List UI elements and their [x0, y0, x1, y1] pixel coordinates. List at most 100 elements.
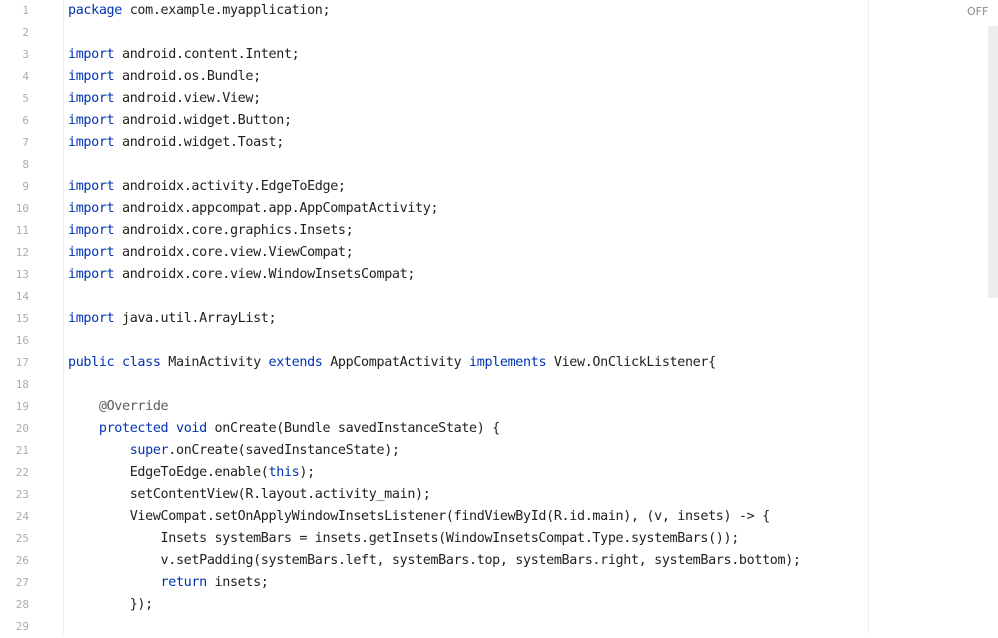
line-number: 10 [15, 202, 29, 215]
line-number: 17 [15, 356, 29, 369]
code-line[interactable]: 28 }); [0, 594, 868, 616]
code-token: android.content.Intent; [114, 47, 300, 62]
keyword-token: import [68, 201, 115, 216]
code-line[interactable]: 1 package com.example.myapplication; [0, 0, 868, 22]
keyword-token: this [268, 465, 300, 480]
keyword-token: package [68, 3, 122, 18]
code-token: android.widget.Button; [114, 113, 292, 128]
code-token: android.view.View; [114, 91, 261, 106]
inspection-status-label[interactable]: OFF [967, 5, 989, 18]
code-token: }); [68, 597, 154, 612]
line-number: 15 [15, 312, 29, 325]
code-line[interactable]: 29 [0, 616, 868, 638]
code-text: import androidx.appcompat.app.AppCompatA… [68, 198, 439, 220]
code-line[interactable]: 18 [0, 374, 868, 396]
keyword-token: import [68, 69, 115, 84]
line-number: 19 [15, 400, 29, 413]
line-number: 14 [15, 290, 29, 303]
line-number: 11 [15, 224, 29, 237]
code-token: setContentView(R.layout.activity_main); [68, 487, 431, 502]
code-token: androidx.core.view.WindowInsetsCompat; [114, 267, 416, 282]
code-line[interactable]: 8 [0, 154, 868, 176]
code-line[interactable]: 27 return insets; [0, 572, 868, 594]
code-text: import androidx.core.view.WindowInsetsCo… [68, 264, 415, 286]
code-token: android.widget.Toast; [114, 135, 284, 150]
line-number-gutter [0, 0, 48, 634]
code-line[interactable]: 22 EdgeToEdge.enable(this); [0, 462, 868, 484]
code-line[interactable]: 13 import androidx.core.view.WindowInsets… [0, 264, 868, 286]
code-text: EdgeToEdge.enable(this); [68, 462, 315, 484]
code-text: @Override [68, 396, 169, 418]
keyword-token: public class [68, 355, 161, 370]
code-text: import android.os.Bundle; [68, 66, 261, 88]
line-number: 16 [15, 334, 29, 347]
code-text: package com.example.myapplication; [68, 0, 331, 22]
line-number: 2 [22, 26, 29, 39]
code-line[interactable]: 11 import androidx.core.graphics.Insets; [0, 220, 868, 242]
code-token: androidx.activity.EdgeToEdge; [114, 179, 346, 194]
code-token [68, 575, 161, 590]
code-token: ); [299, 465, 315, 480]
code-token: onCreate(Bundle savedInstanceState) { [206, 421, 501, 436]
keyword-token: import [68, 179, 115, 194]
line-number: 25 [15, 532, 29, 545]
code-line[interactable]: 19 @Override [0, 396, 868, 418]
code-token: insets; [206, 575, 269, 590]
keyword-token: import [68, 223, 115, 238]
vertical-scrollbar[interactable] [988, 26, 998, 298]
code-token: Insets systemBars = insets.getInsets(Win… [68, 531, 740, 546]
code-text: setContentView(R.layout.activity_main); [68, 484, 431, 506]
code-token: AppCompatActivity [322, 355, 470, 370]
code-line[interactable]: 10 import androidx.appcompat.app.AppCompa… [0, 198, 868, 220]
annotation-token: @Override [98, 399, 169, 414]
keyword-token: import [68, 267, 115, 282]
code-line[interactable]: 24 ViewCompat.setOnApplyWindowInsetsList… [0, 506, 868, 528]
code-text: return insets; [68, 572, 269, 594]
code-text: import androidx.core.graphics.Insets; [68, 220, 354, 242]
code-text: import android.content.Intent; [68, 44, 300, 66]
code-line[interactable]: 26 v.setPadding(systemBars.left, systemB… [0, 550, 868, 572]
code-line[interactable]: 14 [0, 286, 868, 308]
line-number: 8 [22, 158, 29, 171]
code-line[interactable]: 23 setContentView(R.layout.activity_main… [0, 484, 868, 506]
keyword-token: import [68, 311, 115, 326]
code-line[interactable]: 25 Insets systemBars = insets.getInsets(… [0, 528, 868, 550]
code-line[interactable]: 20 protected void onCreate(Bundle savedI… [0, 418, 868, 440]
line-number: 22 [15, 466, 29, 479]
code-token [68, 443, 130, 458]
code-line[interactable]: 16 [0, 330, 868, 352]
line-number: 6 [22, 114, 29, 127]
code-line[interactable]: 21 super.onCreate(savedInstanceState); [0, 440, 868, 462]
code-text: ViewCompat.setOnApplyWindowInsetsListene… [68, 506, 770, 528]
code-token: android.os.Bundle; [114, 69, 261, 84]
line-number: 13 [15, 268, 29, 281]
code-token: androidx.appcompat.app.AppCompatActivity… [114, 201, 439, 216]
code-token: MainActivity [160, 355, 269, 370]
code-text: import androidx.core.view.ViewCompat; [68, 242, 354, 264]
line-number: 28 [15, 598, 29, 611]
code-token: androidx.core.view.ViewCompat; [114, 245, 354, 260]
code-text: import java.util.ArrayList; [68, 308, 277, 330]
code-line[interactable]: 15 import java.util.ArrayList; [0, 308, 868, 330]
code-token: ViewCompat.setOnApplyWindowInsetsListene… [68, 509, 770, 524]
code-text: import androidx.activity.EdgeToEdge; [68, 176, 346, 198]
code-token: com.example.myapplication; [121, 3, 331, 18]
code-token: View.OnClickListener{ [546, 355, 716, 370]
line-number: 1 [22, 4, 29, 17]
line-number: 7 [22, 136, 29, 149]
line-number: 29 [15, 620, 29, 633]
line-number: 20 [15, 422, 29, 435]
keyword-token: import [68, 47, 115, 62]
code-token [68, 421, 99, 436]
code-line[interactable]: 2 [0, 22, 868, 44]
